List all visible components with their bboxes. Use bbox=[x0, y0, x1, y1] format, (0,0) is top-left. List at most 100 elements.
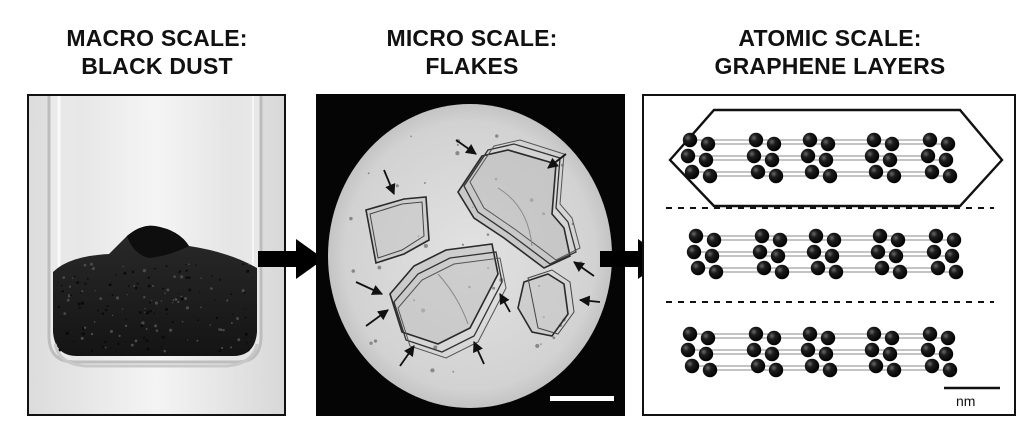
powder-speck bbox=[122, 265, 124, 268]
carbon-atom-icon bbox=[752, 244, 768, 260]
powder-speck bbox=[145, 338, 148, 342]
vial-icon bbox=[29, 96, 284, 414]
carbon-atom-icon bbox=[682, 132, 698, 148]
carbon-atom-icon bbox=[822, 168, 838, 184]
powder-speck bbox=[174, 297, 178, 301]
powder-speck bbox=[130, 343, 134, 347]
powder-speck bbox=[133, 285, 136, 287]
carbon-atom-icon bbox=[748, 132, 764, 148]
powder-speck bbox=[108, 283, 112, 287]
powder-speck bbox=[104, 308, 108, 312]
powder-speck bbox=[61, 289, 65, 293]
carbon-atom-icon bbox=[754, 228, 770, 244]
vial-base-rim bbox=[53, 343, 259, 368]
powder-speck bbox=[153, 267, 156, 270]
micro-panel bbox=[316, 94, 625, 416]
powder-speck bbox=[194, 264, 197, 267]
powder-speck bbox=[134, 286, 138, 290]
powder-speck bbox=[67, 295, 71, 298]
carbon-atom-icon bbox=[682, 326, 698, 342]
powder-speck bbox=[89, 262, 93, 266]
powder-speck bbox=[57, 305, 61, 308]
carbon-atom-icon bbox=[768, 362, 784, 378]
powder-speck bbox=[231, 313, 234, 315]
powder-speck bbox=[80, 301, 85, 305]
carbon-atom-icon bbox=[766, 330, 782, 346]
powder-speck bbox=[237, 338, 241, 342]
carbon-atom-icon bbox=[702, 362, 718, 378]
powder-speck bbox=[155, 329, 159, 332]
carbon-atom-icon bbox=[804, 358, 820, 374]
macro-title-line2: BLACK DUST bbox=[81, 53, 233, 79]
powder-speck bbox=[90, 349, 94, 352]
flow-arrow-icon bbox=[258, 239, 324, 279]
powder-speck bbox=[209, 324, 212, 326]
powder-speck bbox=[107, 305, 109, 307]
powder-speck bbox=[219, 278, 222, 281]
carbon-atom-icon bbox=[806, 244, 822, 260]
powder-speck bbox=[154, 301, 159, 305]
powder-speck bbox=[176, 297, 179, 299]
carbon-atom-icon bbox=[928, 228, 944, 244]
powder-speck bbox=[141, 321, 145, 325]
powder-speck bbox=[244, 332, 249, 336]
powder-speck bbox=[230, 322, 233, 325]
dust-speck bbox=[492, 286, 496, 290]
carbon-atom-icon bbox=[818, 152, 834, 168]
powder-speck bbox=[63, 312, 67, 315]
carbon-atom-icon bbox=[690, 260, 706, 276]
carbon-atom-icon bbox=[884, 136, 900, 152]
carbon-atom-icon bbox=[686, 244, 702, 260]
powder-specks bbox=[57, 262, 250, 353]
carbon-atom-icon bbox=[768, 168, 784, 184]
carbon-atom-icon bbox=[892, 264, 908, 280]
powder-speck bbox=[184, 297, 187, 300]
dust-speck bbox=[367, 172, 370, 175]
powder-speck bbox=[166, 313, 168, 315]
powder-speck bbox=[70, 294, 73, 297]
powder-speck bbox=[152, 285, 155, 288]
powder-speck bbox=[149, 309, 152, 313]
powder-speck bbox=[143, 336, 146, 339]
powder-speck bbox=[188, 288, 192, 292]
micro-scale-bar bbox=[550, 396, 614, 401]
carbon-atom-icon bbox=[868, 358, 884, 374]
flake bbox=[517, 269, 575, 337]
powder-speck bbox=[245, 341, 248, 344]
dust-speck bbox=[423, 182, 426, 184]
carbon-atom-icon bbox=[684, 358, 700, 374]
powder-speck bbox=[110, 347, 112, 349]
powder-speck bbox=[68, 285, 72, 288]
powder-peak bbox=[127, 225, 189, 258]
carbon-atom-icon bbox=[680, 148, 696, 164]
carbon-atom-icon bbox=[822, 362, 838, 378]
powder-speck bbox=[123, 271, 127, 275]
carbon-atom-icon bbox=[800, 148, 816, 164]
powder-speck bbox=[115, 274, 117, 276]
graphene-sheet-outline bbox=[668, 108, 1004, 208]
carbon-atom-icon bbox=[874, 260, 890, 276]
powder-speck bbox=[121, 308, 124, 310]
powder-speck bbox=[145, 328, 148, 330]
carbon-atom-icon bbox=[926, 244, 942, 260]
flake bbox=[389, 243, 507, 359]
carbon-atom-icon bbox=[706, 232, 722, 248]
powder-speck bbox=[154, 324, 158, 328]
powder-speck bbox=[180, 295, 183, 298]
carbon-atom-icon bbox=[766, 136, 782, 152]
flake bbox=[365, 196, 430, 265]
powder-speck bbox=[211, 275, 214, 277]
powder-speck bbox=[84, 282, 87, 285]
carbon-atom-icon bbox=[938, 346, 954, 362]
powder-speck bbox=[126, 294, 128, 296]
carbon-atom-icon bbox=[748, 326, 764, 342]
powder-speck bbox=[94, 290, 96, 292]
flake-pointer-arrow-icon bbox=[355, 139, 601, 367]
carbon-atom-icon bbox=[746, 148, 762, 164]
powder-speck bbox=[106, 305, 108, 308]
powder-speck bbox=[74, 275, 76, 278]
graphene-layers bbox=[680, 132, 964, 378]
powder-speck bbox=[163, 349, 167, 353]
powder-speck bbox=[171, 302, 174, 304]
carbon-atom-icon bbox=[702, 168, 718, 184]
